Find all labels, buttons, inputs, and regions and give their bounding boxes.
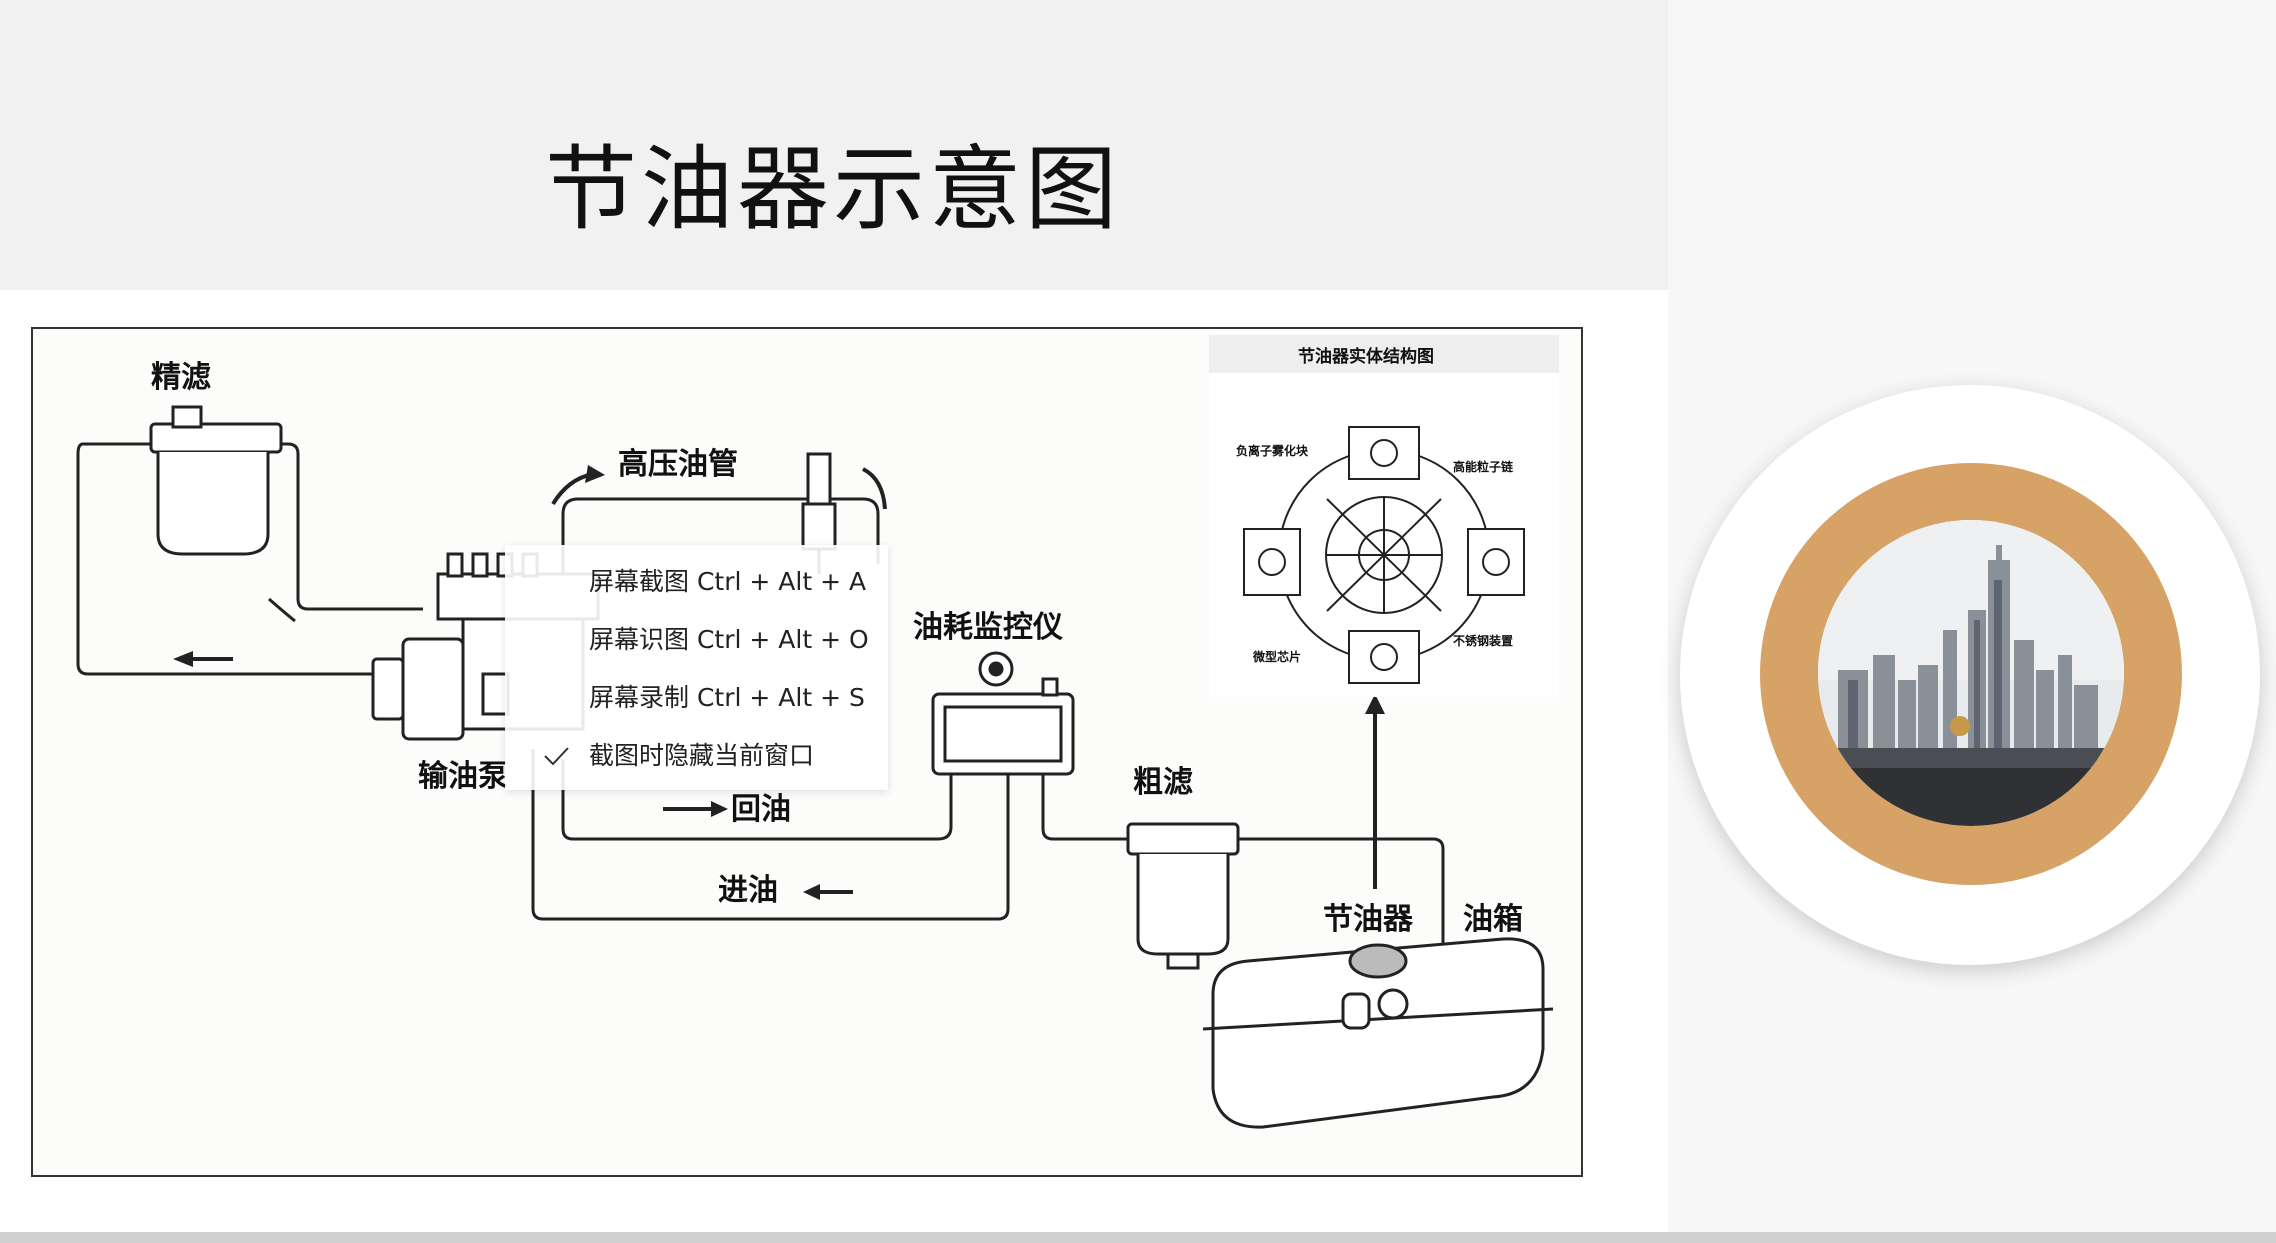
- pipe-fine-filter-return: [273, 442, 423, 611]
- title-band: [0, 0, 1668, 290]
- inset-label-stainless-device: 不锈钢装置: [1453, 633, 1513, 648]
- menu-item-screen-record[interactable]: 屏幕录制 Ctrl + Alt + S: [589, 683, 865, 712]
- label-inlet-oil: 进油: [718, 873, 778, 908]
- arrow-high-pressure-right-icon: [862, 467, 887, 510]
- label-fuel-tank: 油箱: [1463, 902, 1523, 937]
- checkmark-icon: [544, 747, 569, 766]
- fuel-tank-icon: [1202, 937, 1554, 1129]
- pipe-fine-filter-loop: [76, 442, 453, 676]
- menu-item-screenshot[interactable]: 屏幕截图 Ctrl + Alt + A: [589, 567, 867, 596]
- inset-label-negative-ion: 负离子雾化块: [1236, 443, 1309, 458]
- city-skyline-photo: [1818, 520, 2124, 826]
- label-high-pressure-pipe: 高压油管: [618, 447, 738, 482]
- fuel-monitor-icon: [931, 651, 1075, 776]
- pipe-high-pressure: [561, 497, 880, 579]
- label-fuel-saver: 节油器: [1323, 902, 1414, 937]
- pipe-inlet: [531, 749, 1010, 921]
- bottom-strip: [0, 1232, 2276, 1243]
- screenshot-context-menu: 屏幕截图 Ctrl + Alt + A 屏幕识图 Ctrl + Alt + O …: [505, 545, 888, 790]
- inset-structure-diagram: 节油器实体结构图: [1209, 335, 1559, 697]
- coarse-filter-icon: [1126, 822, 1240, 970]
- inset-label-micro-chip: 微型芯片: [1252, 649, 1301, 664]
- inset-title: 节油器实体结构图: [1298, 346, 1434, 367]
- label-coarse-filter: 粗滤: [1133, 765, 1193, 800]
- label-fuel-monitor: 油耗监控仪: [913, 610, 1063, 645]
- label-return-oil: 回油: [731, 792, 791, 827]
- menu-item-hide-window[interactable]: 截图时隐藏当前窗口: [505, 731, 888, 781]
- pipe-filter-tank: [1228, 837, 1445, 1084]
- page-title: 节油器示意图: [545, 136, 1122, 243]
- label-fine-filter: 精滤: [151, 360, 211, 395]
- fine-filter-icon: [149, 405, 283, 556]
- menu-item-image-recognition[interactable]: 屏幕识图 Ctrl + Alt + O: [589, 625, 869, 654]
- inset-label-high-energy-chain: 高能粒子链: [1453, 459, 1514, 474]
- label-transfer-pump: 输油泵: [418, 759, 508, 794]
- pipe-return: [561, 759, 953, 841]
- slide: 节油器示意图 精滤: [0, 0, 1668, 1177]
- pipe-monitor-filter: [1041, 769, 1143, 841]
